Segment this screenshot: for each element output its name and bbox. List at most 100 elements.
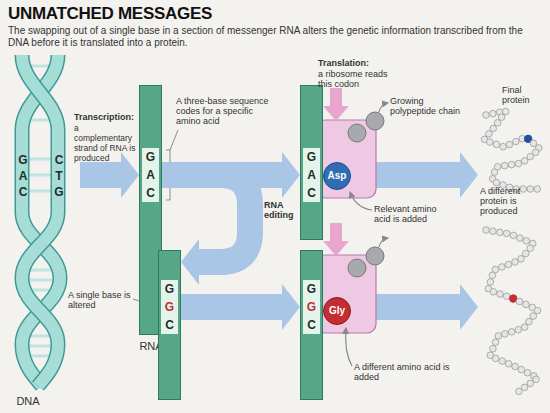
rna-strand: GAC [300, 85, 323, 240]
protein-bead [517, 235, 524, 242]
protein-bead [523, 237, 530, 244]
base-pair-rung [28, 158, 52, 161]
base-letter: A [142, 166, 159, 184]
protein-bead [505, 360, 512, 367]
flow-arrow [181, 284, 300, 330]
diagram-title: UNMATCHED MESSAGES [8, 4, 212, 24]
protein-bead [526, 318, 533, 325]
protein-bead [515, 326, 522, 333]
pointer-arrow [350, 192, 372, 210]
protein-bead [490, 288, 497, 295]
base-letter: T [51, 168, 67, 184]
protein-bead [527, 380, 534, 387]
protein-bead [483, 227, 490, 234]
protein-bead [493, 141, 500, 148]
base-letter: C [15, 184, 31, 200]
pointer-arrow [346, 328, 352, 366]
base-letter: G [161, 280, 178, 298]
amino-acid-circle: Asp [323, 162, 351, 190]
annotation-label: a complementary strand of RNA is produce… [74, 123, 138, 163]
annotation-label: A three-base sequence codes for a specif… [176, 96, 276, 126]
base-pair-rung [28, 279, 52, 282]
protein-chain: A different protein is produced [478, 186, 548, 398]
pointer-arrow [379, 103, 388, 112]
protein-chain: Final protein [478, 85, 548, 195]
base-letter: G [303, 148, 320, 166]
protein-bead [532, 149, 539, 156]
protein-bead [503, 230, 510, 237]
protein-bead [489, 272, 496, 279]
protein-bead [492, 339, 499, 346]
protein-bead [483, 112, 490, 119]
protein-bead [498, 114, 505, 121]
base-letter: C [51, 152, 67, 168]
base-pair-rung [30, 65, 50, 68]
protein-bead [490, 110, 497, 117]
protein-bead [508, 329, 515, 336]
protein-label: A different protein is produced [480, 186, 548, 216]
protein-bead [512, 363, 519, 370]
protein-bead [521, 384, 528, 391]
protein-bead [508, 161, 515, 168]
base-letter: G [15, 152, 31, 168]
protein-bead [527, 153, 534, 160]
dna-helix: GACCTGDNA [8, 140, 80, 206]
protein-bead [494, 120, 501, 127]
dna-strand-outline [22, 55, 58, 386]
flow-arrow-head [181, 239, 199, 285]
protein-bead [518, 256, 525, 263]
edge-label: RNA editing [264, 200, 310, 220]
flow-arrow-body [162, 175, 250, 262]
protein-bead [520, 186, 527, 193]
annotation-label: Growing polypeptide chain [390, 96, 472, 116]
protein-bead [490, 345, 497, 352]
amino-acid-bead [348, 259, 366, 277]
protein-bead [512, 259, 519, 266]
protein-bead [510, 232, 517, 239]
protein-bead [487, 279, 494, 286]
protein-bead [505, 261, 512, 268]
pointer-arrow [379, 238, 388, 247]
amino-acid-name: Gly [324, 298, 350, 324]
protein-bead [487, 139, 494, 146]
protein-bead [521, 324, 528, 331]
protein-bead [495, 333, 502, 340]
protein-bead [491, 169, 498, 176]
protein-bead [530, 313, 537, 320]
protein-bead [516, 298, 523, 305]
base-letter: A [15, 168, 31, 184]
part-name: DNA [8, 395, 48, 407]
base-letter: G [161, 298, 178, 316]
protein-bead [497, 291, 504, 298]
protein-bead [534, 186, 541, 193]
ribosome [316, 120, 376, 198]
highlight-bead [509, 295, 517, 303]
protein-bead [501, 162, 508, 169]
protein-bead [523, 301, 530, 308]
annotation-label: a ribosome reads this codon [318, 69, 398, 89]
protein-bead [502, 108, 509, 115]
protein-bead [534, 307, 541, 314]
protein-bead [499, 358, 506, 365]
step-heading: Transcription: [74, 112, 144, 122]
base-pair-rung [28, 269, 52, 272]
diagram-caption: The swapping out of a single base in a s… [8, 25, 543, 49]
base-letter: G [51, 184, 67, 200]
protein-bead [506, 141, 513, 148]
leader-line [170, 130, 178, 150]
annotation-label: A single base is altered [68, 290, 134, 310]
amino-acid-bead [348, 124, 366, 142]
protein-bead [527, 245, 534, 252]
protein-bead [522, 250, 529, 257]
protein-bead [533, 376, 540, 383]
protein-bead [502, 331, 509, 338]
protein-bead [497, 229, 504, 236]
annotation-label: Relevant amino acid is added [374, 204, 454, 224]
base-pair-rung [28, 190, 52, 193]
base-pair-rung [28, 335, 52, 338]
protein-bead [490, 125, 497, 132]
rna-strand: GGC [158, 250, 181, 400]
base-letter: G [303, 280, 320, 298]
protein-bead [493, 179, 500, 186]
